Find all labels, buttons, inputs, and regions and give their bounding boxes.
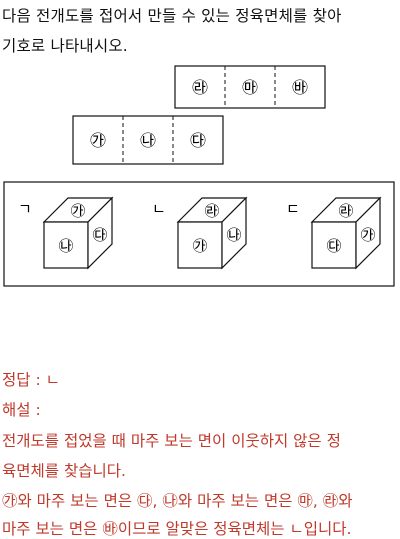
answer-line: 정답 : ㄴ (2, 368, 400, 390)
cube-b-top: ㉱ (204, 202, 219, 220)
choice-a[interactable]: ㄱ ㉮ ㉯ ㉰ (18, 196, 114, 270)
question-line-1: 다음 전개도를 접어서 만들 수 있는 정육면체를 찾아 (2, 7, 342, 25)
cube-c: ㉱ ㉰ ㉮ (310, 196, 382, 270)
cube-a: ㉮ ㉯ ㉰ (42, 196, 114, 270)
cube-b-front: ㉮ (192, 237, 207, 255)
cube-c-front: ㉰ (326, 237, 341, 255)
net-bottom-row-outline (72, 115, 224, 165)
explanation-line-4: 마주 보는 면은 ㉳이므로 알맞은 정육면체는 ㄴ입니다. (2, 520, 352, 538)
question-line-2: 기호로 나타내시오. (2, 37, 128, 55)
choice-c-label: ㄷ (286, 200, 300, 218)
cube-a-front: ㉯ (58, 237, 73, 255)
answer-label: 정답 : (2, 371, 41, 389)
cube-b: ㉱ ㉮ ㉯ (176, 196, 248, 270)
cube-a-side: ㉰ (92, 226, 107, 244)
net-face-top-1: ㉱ (192, 78, 208, 97)
choice-c[interactable]: ㄷ ㉱ ㉰ ㉮ (286, 196, 382, 270)
choice-b[interactable]: ㄴ ㉱ ㉮ ㉯ (152, 196, 248, 270)
net-face-bottom-1: ㉮ (90, 131, 106, 150)
net-face-bottom-2: ㉯ (140, 131, 156, 150)
net-face-top-2: ㉲ (242, 78, 258, 97)
choice-a-label: ㄱ (18, 200, 32, 218)
cube-a-top: ㉮ (70, 202, 85, 220)
explanation-line-3: ㉮와 마주 보는 면은 ㉰, ㉯와 마주 보는 면은 ㉲, ㉱와 (2, 492, 353, 510)
explanation-line-1: 전개도를 접었을 때 마주 보는 면이 이웃하지 않은 정 (2, 432, 341, 450)
net-top-row-outline (174, 65, 326, 109)
choices-box: ㄱ ㉮ ㉯ ㉰ ㄴ ㉱ ㉮ ㉯ ㄷ ㉱ ㉰ ㉮ (3, 181, 395, 287)
cube-c-top: ㉱ (338, 202, 353, 220)
net-face-bottom-3: ㉰ (190, 131, 206, 150)
choice-b-label: ㄴ (152, 200, 166, 218)
explanation-label: 해설 : (2, 401, 41, 419)
choices-border (3, 181, 395, 287)
cube-c-side: ㉮ (360, 226, 375, 244)
answer-value: ㄴ (45, 371, 60, 389)
explanation-line-2: 육면체를 찾습니다. (2, 462, 126, 480)
cube-net-diagram: ㉱ ㉲ ㉳ ㉮ ㉯ ㉰ (72, 65, 326, 165)
cube-b-side: ㉯ (226, 226, 241, 244)
net-face-top-3: ㉳ (292, 78, 308, 97)
